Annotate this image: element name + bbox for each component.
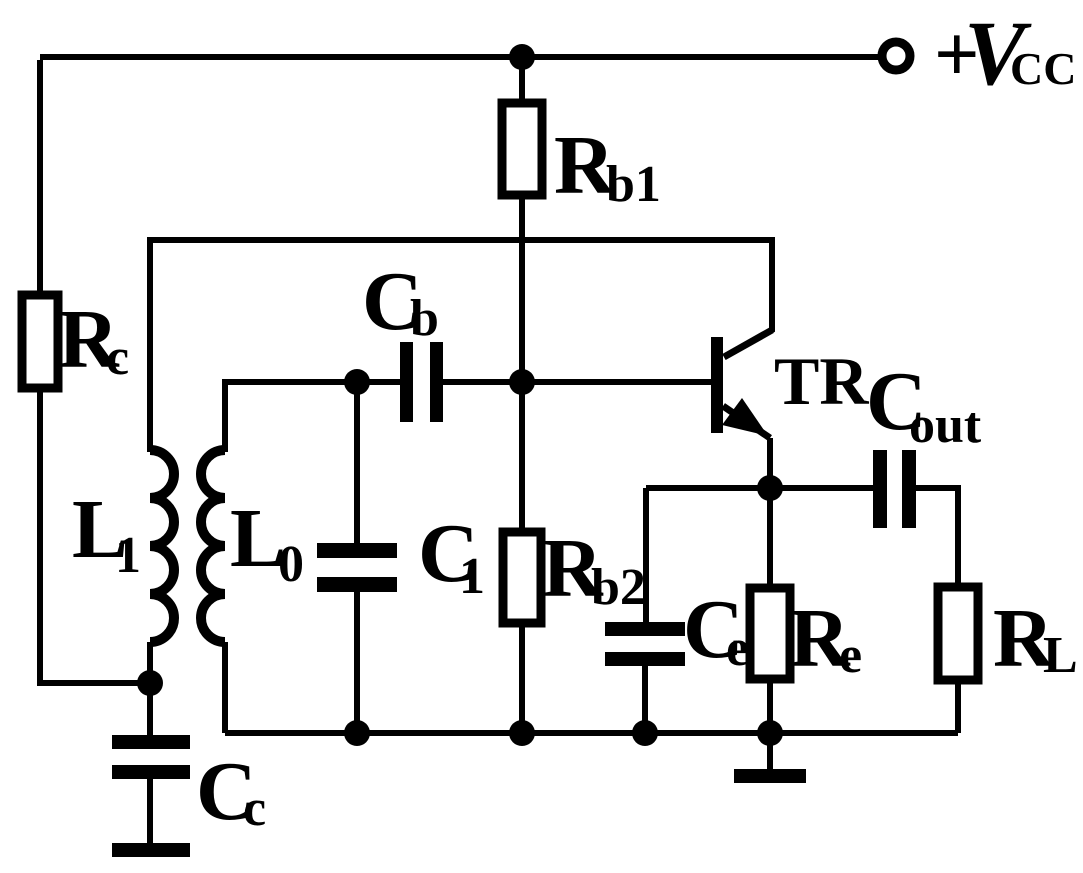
capacitor-cout: Cout [866,355,982,528]
capacitor-cc: Cc [112,735,266,838]
capacitor-ce-plate-top [605,622,685,636]
capacitor-ce: Ce [605,583,749,677]
label-re: Re [789,592,862,685]
transistor-collector-lead [722,326,774,361]
resistor-rc-body [17,290,63,393]
label-cout: Cout [866,355,982,454]
junction-dot [344,720,370,746]
capacitor-cc-plate-top [112,735,190,749]
resistor-re: Re [745,583,862,685]
ground-bar [734,769,806,783]
capacitor-cout-plate-left [873,450,887,528]
resistor-re-body [745,583,795,684]
label-rl: RL [993,592,1078,685]
vcc-terminal: +VCC [877,2,1076,104]
junction-dot [509,44,535,70]
resistor-rb2-body [498,527,546,628]
label-c1: C1 [418,507,485,605]
ground-bar [112,843,190,857]
inductor-l1: L1 [72,445,179,647]
junction-dot [509,720,535,746]
label-tr: TR [774,343,869,419]
inductor-l0: L0 [196,445,304,647]
capacitor-cout-plate-right [902,450,916,528]
inductor-l0-coil [196,445,226,647]
capacitor-c1-plate-top [317,543,397,558]
resistor-rl-body [933,582,983,685]
vcc-terminal-icon [877,37,915,75]
capacitor-cb: Cb [362,255,443,422]
label-cc: Cc [196,745,266,838]
capacitor-c1: C1 [317,507,485,605]
transistor-base-bar [711,337,723,433]
junction-dot [344,369,370,395]
resistor-rb1: Rb1 [497,98,661,213]
resistor-rl: RL [933,582,1078,685]
inductor-l1-coil [149,445,179,647]
capacitor-ce-plate-bottom [605,652,685,666]
capacitor-cb-plate-left [400,342,413,422]
junction-dot [632,720,658,746]
wire-collector-feed [147,237,775,452]
junction-dots [137,44,783,746]
ground-symbol-cc [112,843,190,857]
capacitor-cb-plate-right [430,342,443,422]
resistor-rb2: Rb2 [498,522,646,628]
capacitor-cc-plate-bottom [112,765,190,779]
label-l1: L1 [72,483,141,584]
junction-dot [137,670,163,696]
transistor-emitter-arrow-icon [722,398,768,436]
resistor-rb1-body [497,98,547,200]
label-ce: Ce [683,583,749,677]
label-cb: Cb [362,255,439,348]
resistor-rc: Rc [17,290,129,393]
label-l0: L0 [230,492,304,593]
label-rc: Rc [58,293,129,386]
junction-dot [509,369,535,395]
wire-left-branch-lower [37,388,150,686]
wire-base-left [222,379,400,452]
capacitor-c1-plate-bottom [317,577,397,592]
label-vcc: +VCC [934,2,1076,104]
wire-cout-right [916,485,961,587]
label-rb2: Rb2 [542,522,646,616]
junction-dot [757,475,783,501]
transistor-tr: TR [711,326,869,441]
label-rb1: Rb1 [554,119,661,213]
junction-dot [757,720,783,746]
